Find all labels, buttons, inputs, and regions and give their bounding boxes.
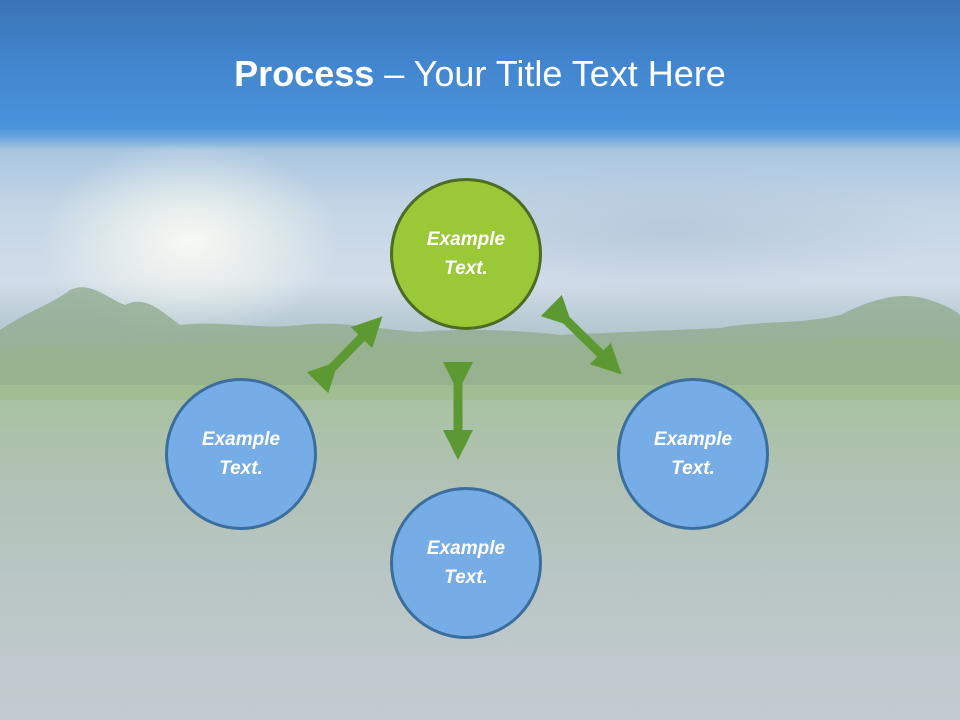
node-right-label: Example Text. [653, 429, 733, 479]
node-bottom: Example Text. [390, 487, 542, 639]
node-top-label: Example Text. [426, 229, 506, 279]
arrow-top-right-icon [540, 294, 622, 375]
slide-title: Process – Your Title Text Here [0, 52, 960, 96]
title-band [0, 0, 960, 130]
arrow-top-left-icon [306, 316, 383, 394]
node-left-label: Example Text. [201, 429, 281, 479]
title-rest: – Your Title Text Here [374, 53, 726, 94]
clouds [480, 160, 960, 300]
title-bold: Process [234, 53, 375, 94]
node-top: Example Text. [390, 178, 542, 330]
node-bottom-label: Example Text. [426, 538, 506, 588]
node-right: Example Text. [617, 378, 769, 530]
node-left: Example Text. [165, 378, 317, 530]
